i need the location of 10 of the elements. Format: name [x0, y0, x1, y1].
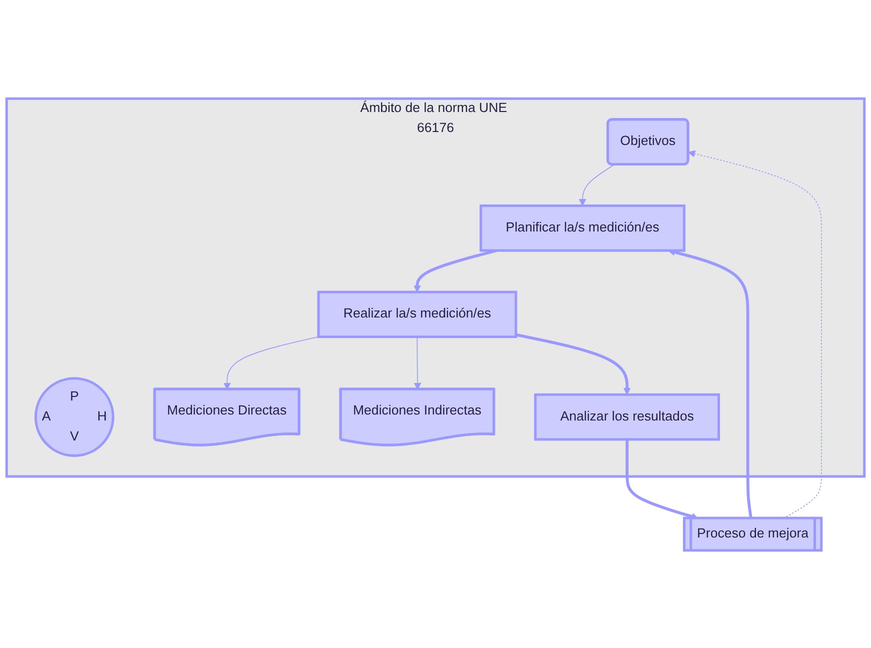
arrow	[516, 332, 631, 394]
arrow	[626, 438, 698, 520]
node-box: Analizar los resultados	[534, 392, 720, 440]
node-box: Planificar la/s medición/es	[480, 204, 686, 252]
arrow	[223, 336, 319, 390]
arrow	[578, 164, 615, 206]
node-circle: P A H V	[34, 376, 114, 456]
arrow	[414, 336, 422, 390]
arrow	[688, 150, 822, 518]
node-box: Realizar la/s medición/es	[317, 290, 518, 338]
